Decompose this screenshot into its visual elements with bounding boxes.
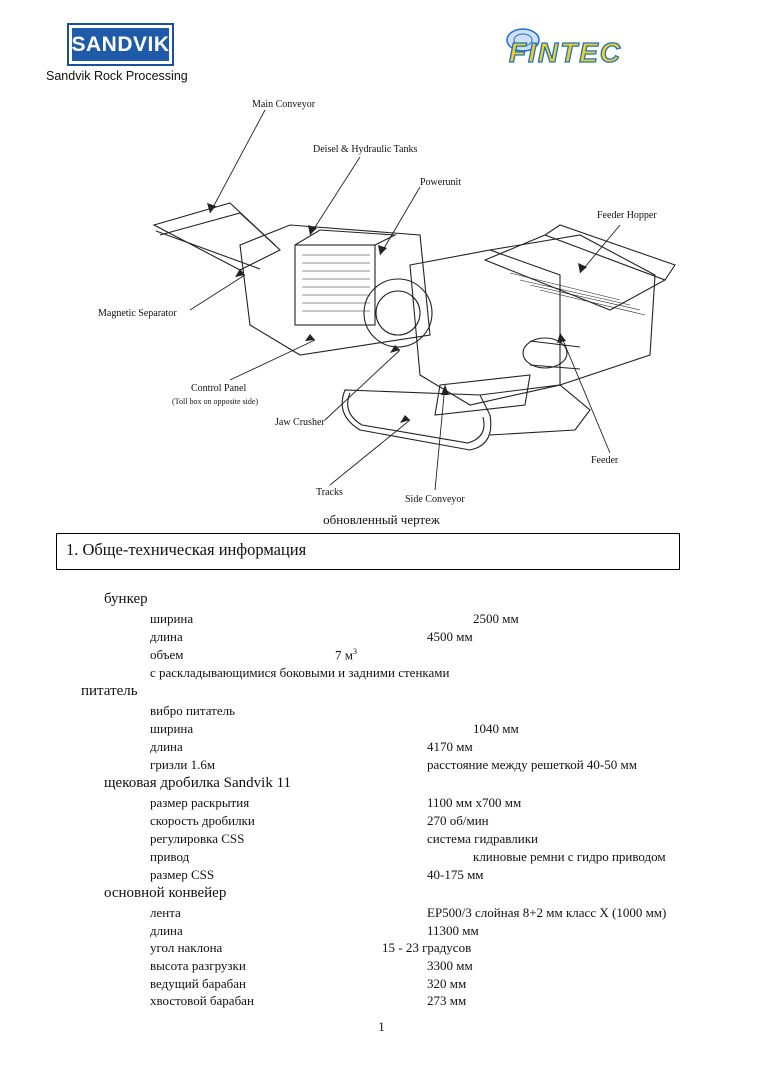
feeder-width-label: ширина: [150, 721, 194, 736]
hopper-length-label: длина: [150, 629, 183, 644]
sandvik-logo-text: SANDVIK: [71, 32, 170, 56]
crusher-speed-label: скорость дробилки: [150, 813, 255, 828]
conveyor-belt-value: EP500/3 слойная 8+2 мм класс X (1000 мм): [427, 905, 667, 920]
fintec-logo: FINTEC: [506, 28, 622, 69]
crusher-drive-label: привод: [150, 849, 190, 864]
crusher-opening-label: размер раскрытия: [150, 795, 250, 810]
conveyor-head-value: 320 мм: [427, 976, 467, 991]
label-feeder-hopper: Feeder Hopper: [597, 210, 657, 221]
sandvik-caption: Sandvik Rock Processing: [46, 69, 188, 83]
label-magnetic-separator: Magnetic Separator: [98, 308, 177, 319]
feeder-width-value: 1040 мм: [473, 721, 519, 736]
conveyor-angle-label: угол наклона: [150, 940, 223, 955]
crusher-opening-value: 1100 мм х700 мм: [427, 795, 522, 810]
crusher-css-adj-label: регулировка CSS: [150, 831, 245, 846]
feeder-length-label: длина: [150, 739, 183, 754]
svg-text:FINTEC: FINTEC: [509, 37, 622, 68]
feeder-length-value: 4170 мм: [427, 739, 473, 754]
conveyor-height-value: 3300 мм: [427, 958, 473, 973]
conveyor-length-value: 11300 мм: [427, 923, 479, 938]
page-number: 1: [378, 1019, 385, 1034]
diagram-caption: обновленный чертеж: [323, 512, 440, 527]
crusher-speed-value: 270 об/мин: [427, 813, 489, 828]
hopper-volume-value: 7 м3: [335, 647, 357, 663]
label-feeder: Feeder: [591, 455, 619, 466]
feeder-title: питатель: [81, 683, 138, 699]
hopper-length-value: 4500 мм: [427, 629, 473, 644]
label-tanks: Deisel & Hydraulic Tanks: [313, 144, 418, 155]
crusher-css-size-value: 40-175 мм: [427, 867, 484, 882]
crusher-css-adj-value: система гидравлики: [427, 831, 538, 846]
conveyor-angle-value: 15 - 23 градусов: [382, 940, 472, 955]
hopper-volume-label: объем: [150, 647, 184, 662]
hopper-title: бункер: [104, 591, 148, 607]
crusher-diagram: [152, 109, 676, 491]
feeder-grizzly-label: гризли 1.6м: [150, 757, 216, 772]
conveyor-belt-label: лента: [150, 905, 181, 920]
hopper-width-value: 2500 мм: [473, 611, 519, 626]
conveyor-tail-value: 273 мм: [427, 993, 467, 1008]
section-title: 1. Обще-техническая информация: [66, 540, 307, 559]
label-main-conveyor: Main Conveyor: [252, 99, 316, 110]
hopper-width-label: ширина: [150, 611, 194, 626]
conveyor-height-label: высота разгрузки: [150, 958, 246, 973]
crusher-title: щековая дробилка Sandvik 11: [104, 775, 292, 791]
label-jaw-crusher: Jaw Crusher: [275, 417, 325, 428]
feeder-grizzly-value: расстояние между решеткой 40-50 мм: [427, 757, 637, 772]
feeder-type: вибро питатель: [150, 703, 236, 718]
section-box: [56, 533, 680, 570]
label-tracks: Tracks: [316, 487, 343, 498]
crusher-css-size-label: размер CSS: [150, 867, 215, 882]
conveyor-title: основной конвейер: [104, 885, 227, 901]
label-control-panel: Control Panel: [191, 383, 247, 394]
sandvik-logo: SANDVIK: [67, 23, 174, 66]
label-powerunit: Powerunit: [420, 177, 462, 188]
conveyor-length-label: длина: [150, 923, 183, 938]
conveyor-head-label: ведущий барабан: [150, 976, 246, 991]
crusher-drive-value: клиновые ремни с гидро приводом: [473, 849, 666, 864]
label-side-conveyor: Side Conveyor: [405, 494, 465, 505]
label-control-panel-note: (Toll box on opposite side): [172, 397, 259, 406]
hopper-note: с раскладывающимися боковыми и задними с…: [150, 665, 450, 680]
conveyor-tail-label: хвостовой барабан: [150, 993, 254, 1008]
